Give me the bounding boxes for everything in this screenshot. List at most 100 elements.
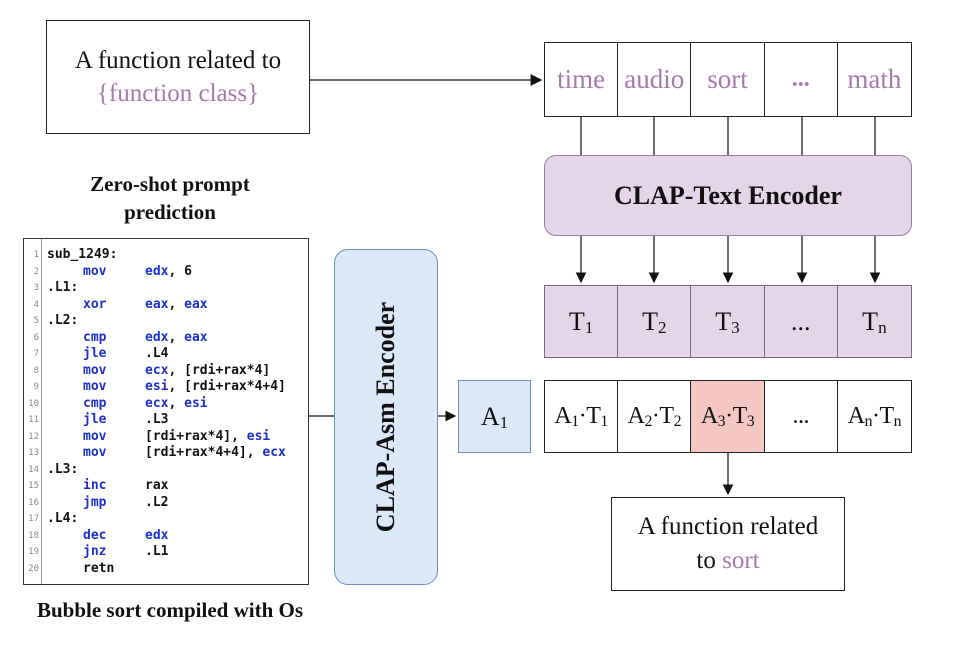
code-label: .L1: xyxy=(47,280,79,295)
code-operand: [rdi+rax*4+4], xyxy=(145,445,263,460)
code-caption: Bubble sort compiled with Os xyxy=(36,598,304,622)
line-number-gutter xyxy=(24,239,42,584)
prompt-placeholder: {function class} xyxy=(96,80,260,107)
line-number: 4 xyxy=(33,299,39,310)
code-register: ecx xyxy=(145,362,169,378)
function-class-row: time audio sort ... math xyxy=(544,42,912,117)
code-opcode: jle xyxy=(83,412,107,427)
code-register: ecx xyxy=(262,445,286,460)
code-line: 1 sub_1249: xyxy=(34,247,286,264)
code-line: 15 inc rax xyxy=(28,478,286,495)
classes-to-encoder-lines xyxy=(580,117,876,155)
code-operand: .L1 xyxy=(145,544,169,559)
code-opcode: xor xyxy=(83,296,107,312)
code-label: .L3: xyxy=(47,461,79,477)
code-line: 6 cmp edx, eax xyxy=(34,329,286,347)
code-operand: , 6 xyxy=(168,263,192,279)
line-number: 7 xyxy=(33,349,39,359)
code-operand: , xyxy=(168,329,185,345)
code-register: edx xyxy=(145,527,169,543)
prompt-template-box: A function related to {function class} xyxy=(46,20,310,134)
code-line: 2 mov edx, 6 xyxy=(34,263,286,281)
code-register: eax xyxy=(145,296,169,312)
line-number: 13 xyxy=(28,448,39,458)
code-operand: [rdi+rax*4], xyxy=(145,428,247,444)
code-label: .L4: xyxy=(47,511,79,526)
code-opcode: jnz xyxy=(83,544,107,559)
line-number: 17 xyxy=(28,514,39,524)
code-opcode: jmp xyxy=(83,494,107,510)
prediction-result-box: A function related to sort xyxy=(611,497,845,591)
line-number: 19 xyxy=(28,547,39,557)
code-register: edx xyxy=(145,329,169,345)
code-register: ecx xyxy=(145,395,169,411)
code-register: edx xyxy=(145,263,169,279)
code-line: 19 jnz .L1 xyxy=(28,544,286,561)
line-number: 5 xyxy=(33,316,39,326)
code-line: 17 .L4: xyxy=(28,511,286,528)
function-class-ellipsis: ... xyxy=(765,43,838,116)
function-class-cell: math xyxy=(847,64,902,94)
code-label: .L2: xyxy=(47,313,79,328)
similarity-score-ellipsis: ... xyxy=(765,381,838,452)
line-number: 6 xyxy=(33,332,39,343)
code-opcode: mov xyxy=(83,263,107,279)
clap-text-encoder: CLAP-Text Encoder xyxy=(544,155,912,236)
line-number: 9 xyxy=(33,382,39,392)
code-operand: .L3 xyxy=(145,412,169,427)
code-line: 11 jle .L3 xyxy=(28,412,286,429)
line-number: 14 xyxy=(28,464,39,475)
line-number: 2 xyxy=(33,266,39,277)
code-line: 14 .L3: xyxy=(28,461,286,479)
zero-shot-title: Zero-shot prompt prediction xyxy=(90,172,250,224)
text-embedding-ellipsis: ... xyxy=(765,286,838,357)
code-opcode: inc xyxy=(83,478,107,493)
line-number: 12 xyxy=(28,431,39,442)
line-number: 3 xyxy=(33,283,39,293)
code-line: 3 .L1: xyxy=(34,280,286,297)
code-line: 5 .L2: xyxy=(34,313,286,330)
code-opcode: cmp xyxy=(83,329,107,345)
code-operand: rax xyxy=(145,478,169,493)
code-label: sub_1249: xyxy=(47,247,118,262)
line-number: 20 xyxy=(28,563,39,574)
line-number: 10 xyxy=(28,398,39,409)
asm-encoder-label: CLAP-Asm Encoder xyxy=(371,301,400,533)
function-class-cell: audio xyxy=(618,43,692,116)
code-register: esi xyxy=(184,395,208,411)
line-number: 8 xyxy=(33,365,39,376)
prompt-line-1: A function related to xyxy=(74,47,282,74)
code-operand: , [rdi+rax*4+4] xyxy=(168,379,286,394)
clap-asm-encoder: CLAP-Asm Encoder xyxy=(334,249,438,585)
line-number: 18 xyxy=(28,530,39,541)
line-number: 15 xyxy=(28,481,39,491)
line-number: 11 xyxy=(28,415,39,425)
code-line: 13 mov [rdi+rax*4+4], ecx xyxy=(28,445,286,462)
code-opcode: jle xyxy=(83,346,107,361)
code-register: eax xyxy=(184,296,208,312)
code-opcode: mov xyxy=(83,379,107,394)
result-line-2: to sort xyxy=(696,547,760,574)
result-line-1: A function related xyxy=(637,513,819,540)
predicted-class: sort xyxy=(722,547,760,574)
code-opcode: cmp xyxy=(83,395,107,411)
code-register: eax xyxy=(184,329,208,345)
code-opcode: mov xyxy=(83,445,107,460)
line-number: 1 xyxy=(33,250,39,260)
